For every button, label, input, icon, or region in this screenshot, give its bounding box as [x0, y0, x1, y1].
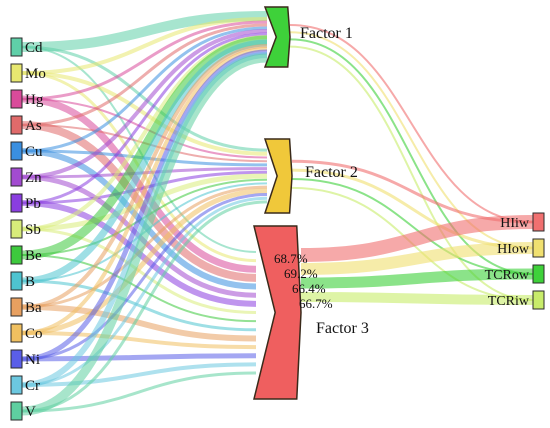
- node-factor-3[interactable]: [253, 225, 302, 400]
- node-cd[interactable]: [10, 37, 23, 57]
- nodes-layer: [10, 6, 545, 421]
- node-label-v: V: [25, 404, 36, 420]
- percentage-label: 66.4%: [292, 281, 326, 296]
- flow-zn-to-factor-1: [21, 29, 268, 179]
- node-sb[interactable]: [10, 219, 23, 239]
- percentage-label: 69.2%: [284, 266, 318, 281]
- node-label-pb: Pb: [25, 196, 41, 212]
- flow-b-to-factor-3: [21, 279, 257, 332]
- flow-v-to-factor-2: [21, 200, 268, 413]
- flow-co-to-factor-3: [21, 331, 257, 350]
- flow-mo-to-factor-1: [21, 17, 268, 75]
- flow-co-to-factor-1: [21, 47, 268, 335]
- flows-layer: [21, 11, 534, 416]
- node-label-hiiw: HIiw: [500, 216, 530, 231]
- flow-factor-3-to-hiow: [300, 242, 534, 275]
- node-factor-2[interactable]: [263, 138, 293, 214]
- node-hg[interactable]: [10, 89, 23, 109]
- flow-ni-to-factor-2: [21, 193, 268, 361]
- node-label-as: As: [25, 118, 42, 134]
- node-as[interactable]: [10, 115, 23, 135]
- flow-factor-1-to-tcrow: [289, 38, 534, 275]
- flow-cr-to-factor-3: [21, 362, 257, 387]
- node-factor-1[interactable]: [263, 6, 291, 68]
- flow-factor-3-to-tcriw: [300, 292, 534, 305]
- flow-co-to-factor-2: [21, 188, 268, 336]
- node-pb[interactable]: [10, 193, 23, 213]
- flow-cd-to-factor-2: [21, 45, 268, 152]
- node-label-tcriw: TCRiw: [488, 294, 530, 309]
- node-mo[interactable]: [10, 63, 23, 83]
- node-tcriw[interactable]: [532, 290, 545, 310]
- flow-as-to-factor-1: [21, 23, 268, 127]
- node-tcrow[interactable]: [532, 264, 545, 284]
- node-v[interactable]: [10, 401, 23, 421]
- node-cu[interactable]: [10, 141, 23, 161]
- flow-mo-to-factor-2: [21, 71, 268, 156]
- node-label-hg: Hg: [25, 92, 44, 108]
- node-label-b: B: [25, 274, 35, 290]
- node-label-ni: Ni: [25, 352, 40, 368]
- node-label-ba: Ba: [25, 300, 42, 316]
- node-cr[interactable]: [10, 375, 23, 395]
- node-be[interactable]: [10, 245, 23, 265]
- node-hiiw[interactable]: [532, 212, 545, 232]
- flow-factor-3-to-hiiw: [300, 215, 534, 262]
- node-label-tcrow: TCRow: [485, 268, 530, 283]
- node-label-sb: Sb: [25, 222, 41, 238]
- flow-be-to-factor-1: [21, 35, 268, 260]
- node-hiow[interactable]: [532, 238, 545, 258]
- node-ba[interactable]: [10, 297, 23, 317]
- flow-factor-1-to-hiow: [289, 31, 534, 249]
- flow-ni-to-factor-3: [21, 353, 257, 362]
- node-label-co: Co: [25, 326, 43, 342]
- node-co[interactable]: [10, 323, 23, 343]
- node-ni[interactable]: [10, 349, 23, 369]
- flow-cr-to-factor-2: [21, 196, 268, 387]
- flow-factor-1-to-tcriw: [289, 45, 534, 301]
- node-label-cd: Cd: [25, 40, 43, 56]
- flow-b-to-factor-1: [21, 39, 268, 285]
- flow-factor-3-to-tcrow: [300, 268, 534, 289]
- flow-hg-to-factor-1: [21, 20, 268, 101]
- flow-ba-to-factor-1: [21, 44, 268, 309]
- node-label-hiow: HIow: [497, 242, 530, 257]
- node-label-factor-2: Factor 2: [305, 164, 358, 181]
- node-label-cu: Cu: [25, 144, 43, 160]
- node-zn[interactable]: [10, 167, 23, 187]
- percentage-label: 68.7%: [274, 251, 308, 266]
- node-label-cr: Cr: [25, 378, 40, 394]
- flow-v-to-factor-1: [21, 53, 268, 416]
- percentage-label: 66.7%: [299, 296, 333, 311]
- node-label-mo: Mo: [25, 66, 46, 82]
- flow-ba-to-factor-3: [21, 304, 257, 342]
- node-b[interactable]: [10, 271, 23, 291]
- flow-cd-to-factor-1: [21, 11, 268, 52]
- flow-v-to-factor-3: [21, 371, 257, 413]
- node-label-factor-3: Factor 3: [316, 320, 369, 337]
- flow-be-to-factor-3: [21, 254, 257, 323]
- node-label-zn: Zn: [25, 170, 42, 186]
- node-label-factor-1: Factor 1: [300, 25, 353, 42]
- flow-ni-to-factor-1: [21, 49, 268, 362]
- flow-pb-to-factor-1: [21, 32, 268, 205]
- node-label-be: Be: [25, 248, 42, 264]
- flow-factor-1-to-hiiw: [289, 24, 534, 223]
- flow-cu-to-factor-1: [21, 26, 268, 153]
- flow-hg-to-factor-2: [21, 98, 268, 159]
